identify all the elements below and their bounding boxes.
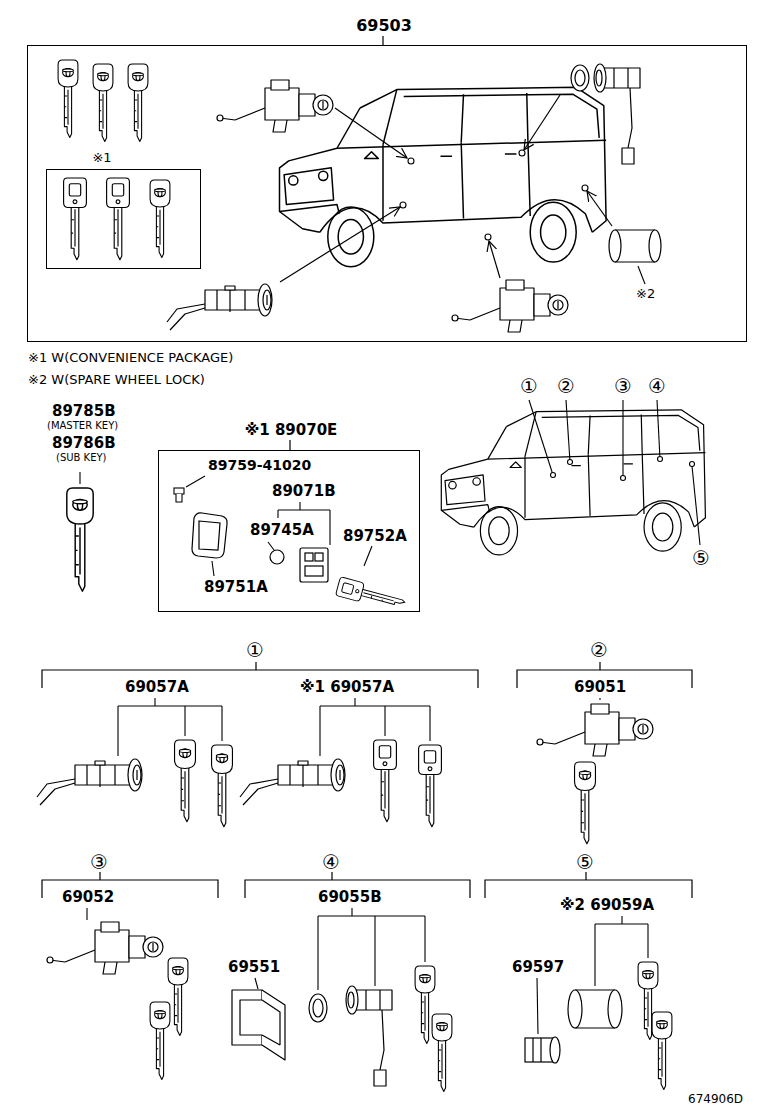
box-heading: ※1 [92, 150, 111, 166]
leader-line [529, 400, 700, 545]
box-heading: 69503 [356, 16, 412, 35]
note: ※1 W(CONVENIENCE PACKAGE) [28, 350, 233, 366]
callout-number: ② [557, 374, 575, 398]
vehicle-outline [280, 87, 607, 266]
ignition-cylinder [37, 759, 142, 805]
ring [571, 65, 589, 91]
box-heading: ※1 89070E [245, 421, 338, 439]
key [575, 762, 596, 844]
leader-line [289, 440, 290, 450]
remote-key [336, 577, 407, 613]
key-shell [192, 513, 227, 558]
leader-line [255, 978, 258, 989]
key [175, 740, 196, 822]
remote-key [107, 178, 130, 260]
spare-lock-cylinder [525, 1037, 560, 1063]
spare-lock-cover [568, 990, 622, 1028]
location-dots [400, 150, 588, 240]
circuit-board [300, 548, 328, 582]
key [93, 64, 113, 141]
remote-key [374, 740, 397, 822]
part-number: 69551 [228, 958, 280, 976]
retainer-clip [232, 990, 285, 1060]
callout-number: ⑤ [576, 850, 594, 874]
callout-number: ④ [322, 850, 340, 874]
leader-line [364, 546, 372, 566]
leader-line [212, 561, 214, 576]
leader-line [86, 908, 87, 920]
callout-number: ② [590, 638, 608, 662]
back-door-cylinder [594, 64, 640, 164]
leader-line [118, 698, 222, 756]
callout-number: ⑤ [692, 546, 710, 570]
leader-line [186, 476, 205, 487]
key [212, 745, 233, 827]
part-number: 89785B [52, 402, 116, 420]
leader-line [318, 908, 425, 990]
part-number: ※2 69059A [560, 896, 654, 914]
key [652, 1012, 672, 1089]
key [168, 958, 188, 1035]
spare-lock-cover [609, 230, 661, 262]
key [128, 64, 148, 141]
location-dots [551, 457, 695, 481]
leader-line [382, 36, 383, 45]
back-door-cylinder [346, 986, 392, 1086]
part-number: 69052 [62, 888, 114, 906]
ignition-cylinder [240, 759, 345, 805]
key [150, 180, 170, 257]
leader-line [537, 978, 538, 1034]
door-lock-assembly [452, 280, 568, 332]
key [58, 60, 78, 137]
note: ※2 W(SPARE WHEEL LOCK) [28, 372, 205, 388]
callout-number: ① [246, 638, 264, 662]
location-arrows [280, 95, 612, 282]
part-caption: (SUB KEY) [56, 452, 107, 464]
part-number: 69055B [318, 888, 382, 906]
part-number: 89071B [272, 482, 336, 500]
remote-key [419, 745, 442, 827]
battery [270, 550, 284, 564]
part-number: 89759-41020 [208, 457, 311, 474]
key [67, 488, 93, 591]
key [150, 1002, 170, 1079]
part-number: 89786B [52, 434, 116, 452]
part-number: 69051 [574, 678, 626, 696]
remote-key [64, 178, 87, 260]
screw [174, 488, 184, 502]
note-mark: ※2 [636, 286, 655, 302]
key [432, 1014, 452, 1091]
leader-line [599, 698, 600, 700]
leader-line [638, 266, 645, 284]
part-number: 89751A [204, 578, 268, 596]
part-number: 89745A [250, 521, 314, 539]
ignition-cylinder [167, 284, 272, 330]
leader-line [268, 542, 274, 550]
door-lock-assembly [537, 704, 653, 756]
callout-number: ③ [90, 850, 108, 874]
callout-number: ④ [648, 374, 666, 398]
callout-number: ① [520, 374, 538, 398]
part-number: 89752A [343, 527, 407, 545]
part-caption: (MASTER KEY) [47, 420, 118, 432]
callout-number: ③ [614, 374, 632, 398]
part-number: ※1 69057A [300, 678, 394, 696]
door-lock-assembly [217, 80, 333, 132]
drawing-code: 674906D [688, 1092, 743, 1106]
vehicle-outline [441, 410, 705, 555]
leader-line [79, 472, 80, 484]
door-lock-assembly [47, 922, 163, 974]
ring [309, 994, 327, 1022]
part-number: 69597 [512, 958, 564, 976]
part-number: 69057A [125, 678, 189, 696]
option-box: ※1 [46, 169, 201, 269]
